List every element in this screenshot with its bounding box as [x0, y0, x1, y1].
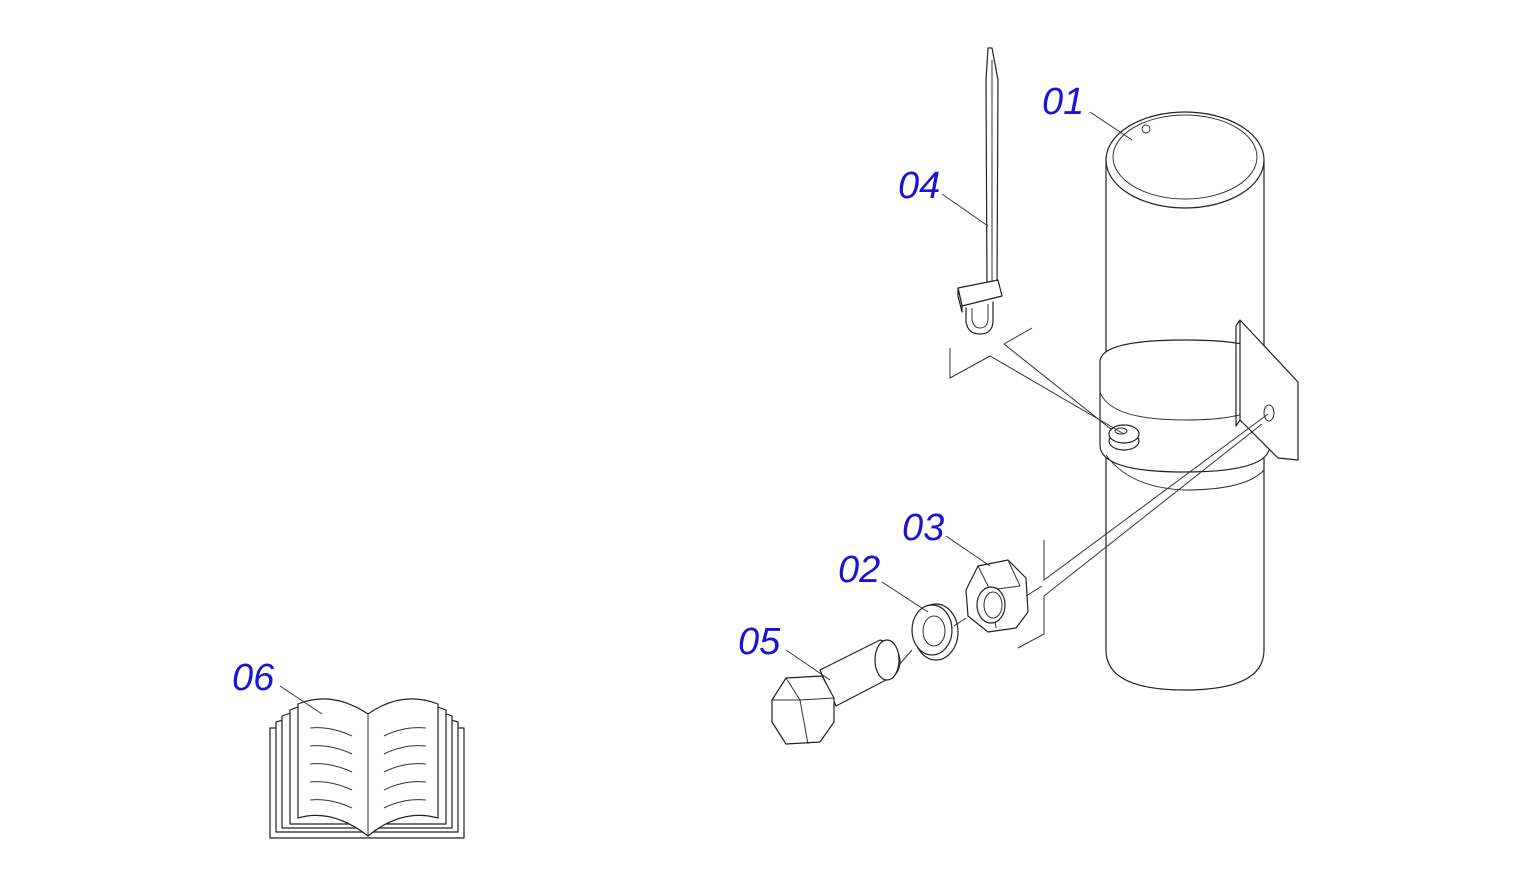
hex-bolt	[771, 639, 901, 745]
assembly-guide-lines	[897, 327, 1269, 667]
manual-book-icon	[269, 698, 465, 839]
label-part-01: 01	[1042, 81, 1084, 123]
leader-lines	[279, 111, 1133, 715]
washer	[911, 603, 959, 661]
cable-tie	[957, 47, 1003, 335]
label-part-02: 02	[838, 549, 880, 591]
label-part-05: 05	[738, 621, 781, 663]
cylinder-post	[1099, 111, 1299, 691]
label-part-04: 04	[898, 165, 940, 207]
hex-nut	[965, 559, 1029, 633]
label-part-06: 06	[232, 657, 275, 699]
label-part-03: 03	[902, 507, 944, 549]
